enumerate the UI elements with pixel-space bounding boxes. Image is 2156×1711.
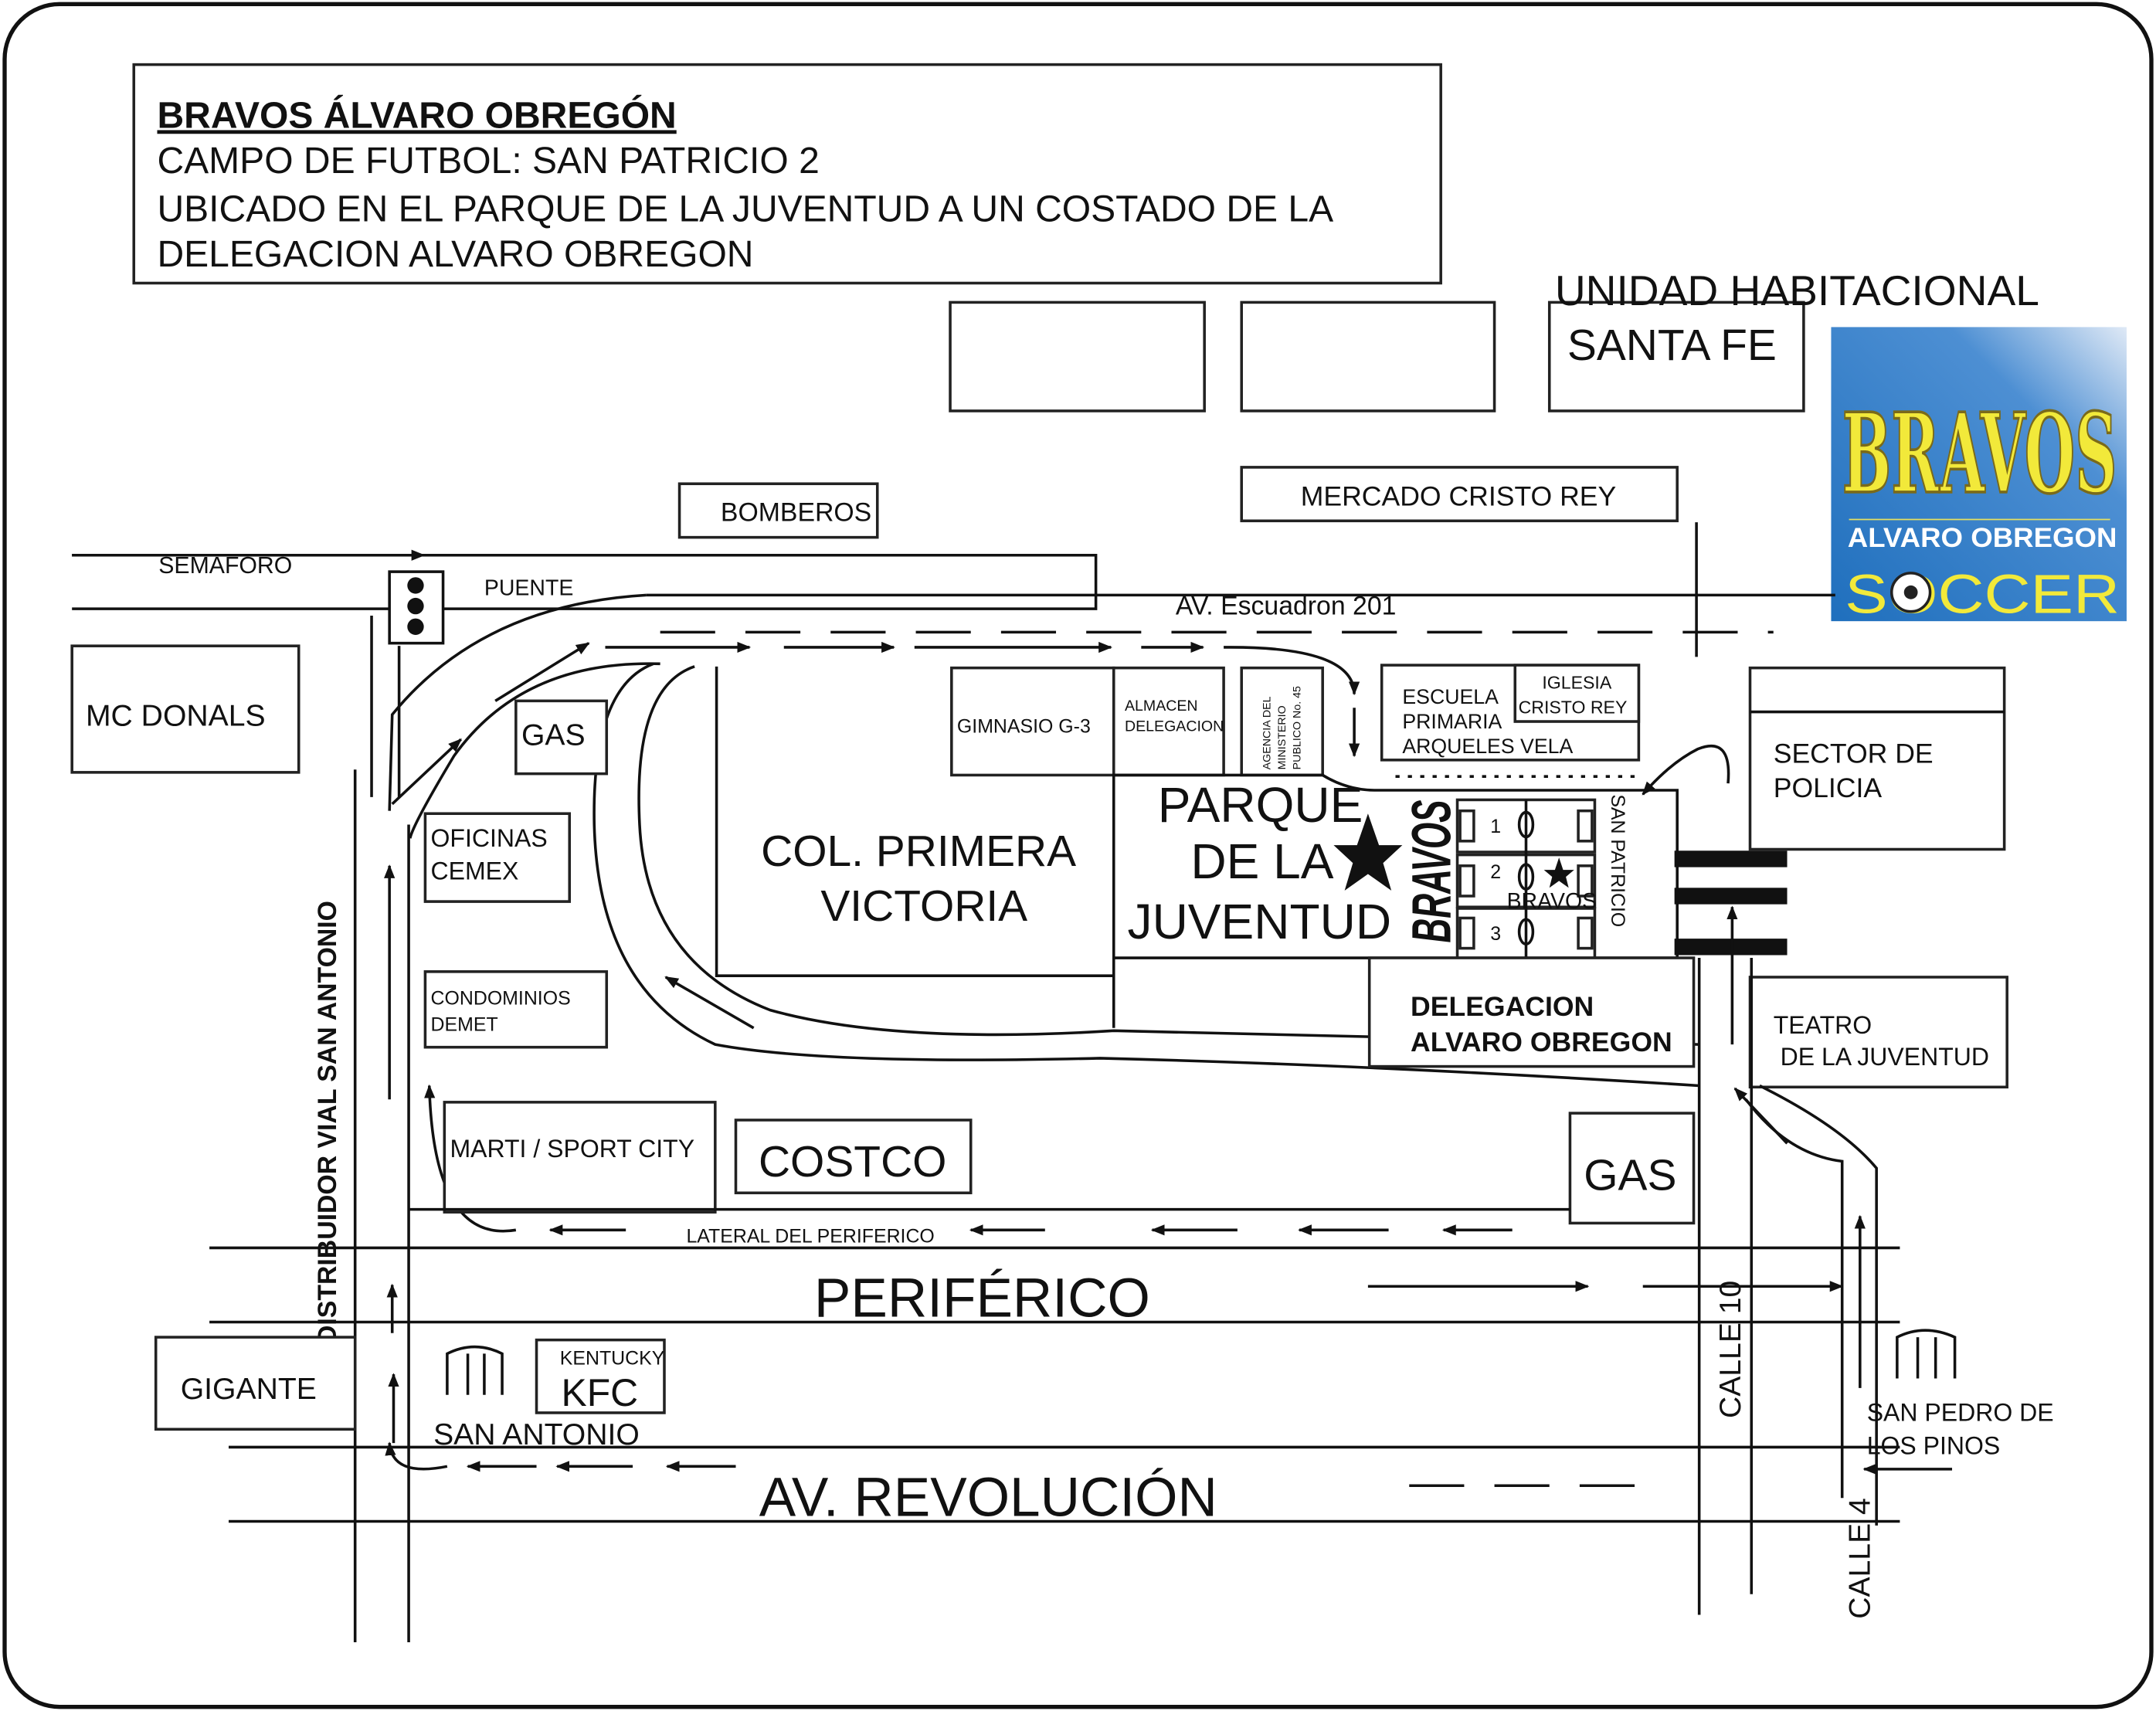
traffic-light-icon bbox=[388, 570, 445, 645]
delegacion-label: DELEGACION bbox=[1411, 991, 1594, 1022]
agencia-block bbox=[1240, 666, 1324, 777]
kfc-label: KFC bbox=[562, 1371, 639, 1414]
san-pedro-label: SAN PEDRO DE bbox=[1867, 1399, 2054, 1427]
header-line2: UBICADO EN EL PARQUE DE LA JUVENTUD A UN… bbox=[157, 188, 1333, 229]
parque-label: PARQUE bbox=[1158, 777, 1363, 833]
periferico-street-label: PERIFÉRICO bbox=[814, 1268, 1150, 1329]
calle-10-street-label: CALLE 10 bbox=[1714, 1281, 1747, 1418]
star-icon bbox=[1333, 813, 1403, 891]
lateral-street-label: LATERAL DEL PERIFERICO bbox=[686, 1225, 934, 1247]
iglesia-block bbox=[1513, 664, 1641, 723]
condominios-label: CONDOMINIOS bbox=[431, 988, 571, 1010]
condominios-block bbox=[423, 970, 609, 1049]
bravos-vertical-label: BRAVOS bbox=[1402, 799, 1463, 942]
field-bravos-label: BRAVOS bbox=[1507, 889, 1597, 914]
almacen-label: DELEGACION bbox=[1125, 718, 1224, 735]
parque-label: DE LA bbox=[1190, 833, 1333, 889]
almacen-label: ALMACEN bbox=[1125, 698, 1198, 715]
gas-label-2: GAS bbox=[1584, 1151, 1676, 1200]
semaforo-label: SEMAFORO bbox=[158, 553, 292, 579]
parque-block bbox=[1112, 773, 1679, 959]
unidad-label: UNIDAD HABITACIONAL bbox=[1555, 266, 2039, 314]
santa-fe-label: SANTA FE bbox=[1567, 321, 1777, 370]
escuadron-street-label: AV. Escuadron 201 bbox=[1176, 591, 1397, 620]
kfc-block bbox=[535, 1338, 666, 1414]
road-periferico bbox=[209, 1207, 1900, 1324]
teatro-label: TEATRO bbox=[1774, 1011, 1872, 1039]
colonia-label: VICTORIA bbox=[820, 881, 1027, 931]
gigante-label: GIGANTE bbox=[181, 1373, 317, 1406]
policia-label: POLICIA bbox=[1774, 772, 1883, 803]
cemex-label: CEMEX bbox=[431, 857, 519, 885]
escuela-label: PRIMARIA bbox=[1402, 710, 1502, 733]
block bbox=[949, 300, 1206, 412]
iglesia-label: CRISTO REY bbox=[1519, 697, 1628, 717]
header-title: BRAVOS ÁLVARO OBREGÓN bbox=[157, 93, 676, 136]
soccer-fields: 1 2 3 BRAVOS bbox=[1455, 798, 1597, 959]
calle-4-street-label: CALLE 4 bbox=[1843, 1498, 1876, 1619]
delegacion-block bbox=[1367, 956, 1696, 1068]
puente-label: PUENTE bbox=[484, 575, 573, 600]
bomberos-block bbox=[677, 482, 879, 539]
marti-block bbox=[443, 1101, 717, 1214]
header-line3: DELEGACION ALVARO OBREGON bbox=[157, 234, 753, 275]
bravos-logo: BRAVOS ALVARO OBREGON SOCCER bbox=[1831, 327, 2127, 625]
condominios-label: DEMET bbox=[431, 1013, 498, 1035]
policia-block bbox=[1748, 666, 2006, 851]
iglesia-label: IGLESIA bbox=[1542, 672, 1611, 692]
gas-station-2 bbox=[1568, 1112, 1696, 1225]
star-icon bbox=[1543, 857, 1574, 888]
gas-label-1: GAS bbox=[521, 718, 586, 752]
escuela-label: ESCUELA bbox=[1402, 685, 1499, 708]
escuela-label: ARQUELES VELA bbox=[1402, 735, 1573, 758]
colonia-block bbox=[715, 666, 1114, 977]
costco-label: COSTCO bbox=[759, 1137, 947, 1186]
santa-fe-block bbox=[1547, 300, 1805, 412]
san-patricio-street-label: SAN PATRICIO bbox=[1607, 794, 1628, 927]
agencia-label: MINISTERIO bbox=[1276, 705, 1289, 769]
almacen-block bbox=[1112, 666, 1225, 777]
pedestrian-bridge-icon bbox=[446, 1329, 1957, 1395]
mcdonals-label: MC DONALS bbox=[86, 699, 266, 732]
field-number: 3 bbox=[1490, 923, 1501, 945]
road-distribuidor bbox=[353, 616, 517, 1643]
mcdonals-block bbox=[70, 644, 300, 774]
svg-text:SOCCER: SOCCER bbox=[1845, 564, 2120, 625]
bomberos-label: BOMBEROS bbox=[721, 497, 871, 527]
gigante-block bbox=[154, 1336, 357, 1431]
block bbox=[1240, 300, 1496, 412]
costco-block bbox=[734, 1119, 973, 1195]
header-line1: CAMPO DE FUTBOL: SAN PATRICIO 2 bbox=[157, 141, 819, 182]
cemex-block bbox=[423, 812, 572, 903]
ramp-road bbox=[388, 593, 647, 811]
mercado-label: MERCADO CRISTO REY bbox=[1301, 481, 1617, 512]
colonia-label: COL. PRIMERA bbox=[761, 827, 1076, 876]
teatro-label: DE LA JUVENTUD bbox=[1781, 1043, 1989, 1071]
delegacion-label: ALVARO OBREGON bbox=[1411, 1027, 1672, 1057]
svg-text:BRAVOS: BRAVOS bbox=[1842, 389, 2117, 518]
svg-text:ALVARO OBREGON: ALVARO OBREGON bbox=[1848, 522, 2117, 553]
policia-label: SECTOR DE bbox=[1774, 738, 1934, 769]
gas-station-1 bbox=[514, 699, 609, 776]
mercado-block bbox=[1240, 466, 1679, 523]
gimnasio-block bbox=[950, 666, 1115, 777]
road-revolucion bbox=[229, 1445, 1900, 1523]
distribuidor-street-label: DISTRIBUIDOR VIAL SAN ANTONIO bbox=[313, 901, 342, 1344]
marti-label: MARTI / SPORT CITY bbox=[450, 1135, 694, 1163]
san-pedro-label: LOS PINOS bbox=[1867, 1431, 2001, 1459]
agencia-label: PUBLICO No. 45 bbox=[1292, 686, 1304, 769]
cemex-label: OFICINAS bbox=[431, 824, 548, 852]
road-escuadron bbox=[72, 522, 1835, 758]
field-number: 2 bbox=[1490, 861, 1501, 883]
revolucion-street-label: AV. REVOLUCIÓN bbox=[759, 1467, 1217, 1528]
header-box: BRAVOS ÁLVARO OBREGÓN CAMPO DE FUTBOL: S… bbox=[132, 63, 1442, 285]
parque-label: JUVENTUD bbox=[1128, 894, 1392, 949]
field-number: 1 bbox=[1490, 816, 1501, 837]
kentucky-label: KENTUCKY bbox=[560, 1348, 665, 1370]
agencia-label: AGENCIA DEL bbox=[1261, 696, 1274, 769]
gimnasio-label: GIMNASIO G-3 bbox=[957, 715, 1091, 737]
